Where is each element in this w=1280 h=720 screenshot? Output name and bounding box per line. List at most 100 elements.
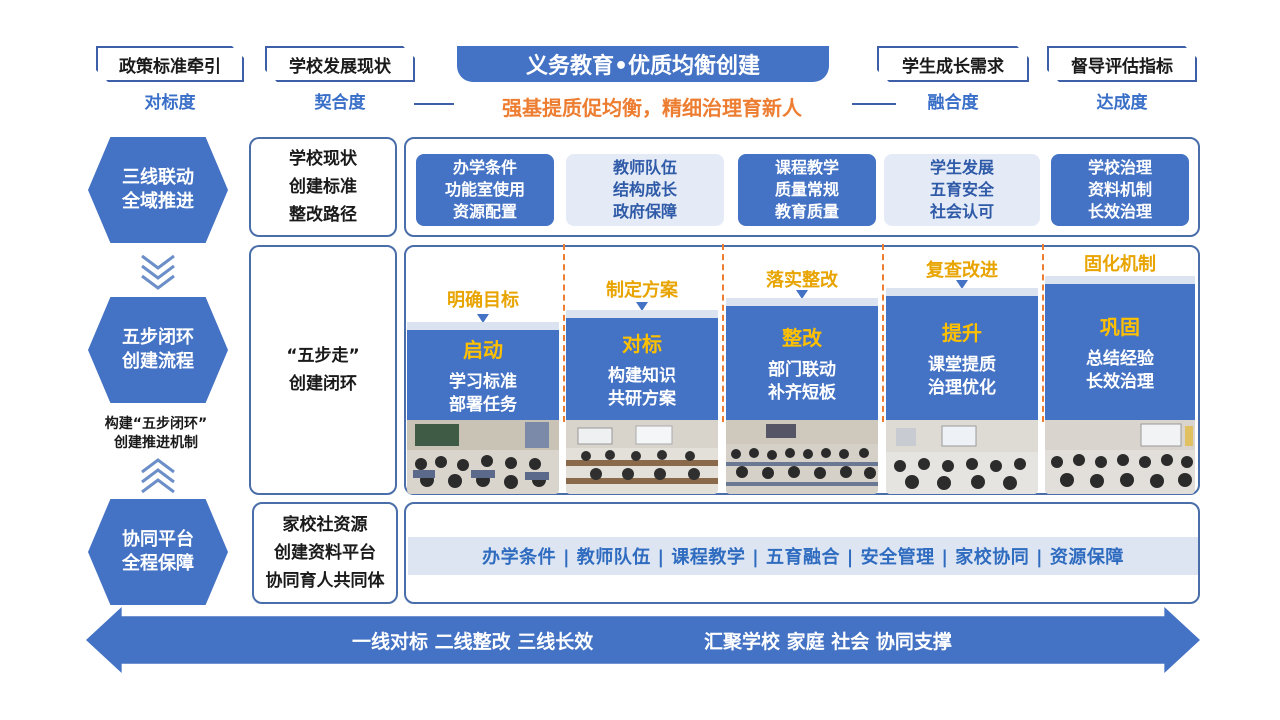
- row3-label-line: 协同育人共同体: [265, 571, 385, 591]
- tag-school-status-label: 学校发展现状: [289, 56, 391, 77]
- chevron-up-icon: [141, 458, 175, 494]
- tag-student-needs: 学生成长需求: [877, 46, 1029, 82]
- step-line: 学习标准: [449, 371, 517, 392]
- hex-five-steps-line2: 创建流程: [122, 351, 194, 372]
- step-rectify: 整改 部门联动 补齐短板: [726, 306, 878, 420]
- bottom-double-arrow: [86, 607, 1200, 673]
- step-band: [1045, 276, 1195, 284]
- hex-three-lines-line2: 全域推进: [122, 191, 194, 212]
- step-title: 对标: [622, 331, 662, 356]
- card-line: 质量常规: [774, 180, 839, 199]
- card-line: 长效治理: [1087, 202, 1152, 221]
- step-benchmark: 对标 构建知识 共研方案: [566, 318, 718, 420]
- card-line: 办学条件: [452, 158, 517, 177]
- step-band: [886, 288, 1038, 296]
- side-note: 构建“五步闭环” 创建推进机制: [76, 415, 236, 453]
- card-line: 五育安全: [929, 180, 994, 199]
- tag-student-needs-sub: 融合度: [927, 93, 979, 113]
- slogan: 强基提质促均衡，精细治理育新人: [502, 96, 802, 120]
- row1-label-line: 创建标准: [289, 177, 357, 197]
- step-line: 共研方案: [608, 388, 676, 409]
- hex-three-lines-line1: 三线联动: [122, 167, 194, 188]
- step-line: 部门联动: [768, 359, 836, 380]
- step-head: 固化机制: [1084, 254, 1156, 275]
- step-line: 构建知识: [608, 365, 676, 386]
- resource-bar: 办学条件 | 教师队伍 | 课程教学 | 五育融合 | 安全管理 | 家校协同 …: [408, 537, 1198, 575]
- step-title: 整改: [782, 325, 822, 350]
- row1-label-line: 整改路径: [289, 205, 357, 225]
- hex-platform-line1: 协同平台: [122, 529, 194, 550]
- step-band: [566, 310, 718, 318]
- card-governance: 学校治理 资料机制 长效治理: [1051, 154, 1189, 226]
- card-line: 教师队伍: [612, 158, 677, 177]
- arrow-down-icon: [796, 290, 808, 299]
- step-line: 补齐短板: [768, 382, 836, 403]
- row1-label-line: 学校现状: [289, 149, 357, 169]
- row2-label: “五步走” 创建闭环: [249, 245, 397, 495]
- step-consolidate: 巩固 总结经验 长效治理: [1045, 284, 1195, 420]
- tag-student-needs-label: 学生成长需求: [902, 56, 1004, 77]
- hex-platform: 协同平台 全程保障: [88, 499, 228, 605]
- chevron-down-icon: [141, 254, 175, 290]
- hex-five-steps-line1: 五步闭环: [122, 327, 194, 348]
- card-line: 社会认可: [929, 202, 994, 221]
- step-start: 启动 学习标准 部署任务: [407, 330, 559, 420]
- card-line: 功能室使用: [444, 180, 525, 199]
- hex-five-steps: 五步闭环 创建流程: [88, 297, 228, 403]
- classroom-photo: [407, 420, 559, 494]
- card-student-dev: 学生发展 五育安全 社会认可: [884, 154, 1040, 226]
- card-teachers: 教师队伍 结构成长 政府保障: [566, 154, 724, 226]
- step-band: [726, 298, 878, 306]
- step-band: [407, 322, 559, 330]
- hex-platform-line2: 全程保障: [122, 553, 194, 574]
- step-head: 明确目标: [447, 290, 519, 311]
- step-head: 复查改进: [926, 260, 998, 281]
- step-divider: [1042, 244, 1044, 422]
- row3-label-line: 创建资料平台: [274, 543, 376, 563]
- slogan-line-right: [852, 103, 896, 105]
- bottom-text-right: 汇聚学校 家庭 社会 协同支撑: [704, 631, 952, 653]
- tag-inspection-label: 督导评估指标: [1071, 56, 1173, 77]
- card-line: 学生发展: [929, 158, 994, 177]
- arrow-down-icon: [636, 302, 648, 311]
- step-head: 落实整改: [766, 270, 838, 291]
- card-line: 学校治理: [1087, 158, 1152, 177]
- arrow-down-icon: [956, 280, 968, 289]
- step-head: 制定方案: [606, 280, 678, 301]
- tag-policy-sub: 对标度: [144, 93, 196, 113]
- step-title: 启动: [463, 337, 503, 362]
- row1-label: 学校现状 创建标准 整改路径: [249, 137, 397, 237]
- step-line: 治理优化: [928, 377, 996, 398]
- card-school-conditions: 办学条件 功能室使用 资源配置: [416, 154, 554, 226]
- card-line: 结构成长: [612, 180, 677, 199]
- card-line: 资源配置: [452, 202, 517, 221]
- tag-inspection-sub: 达成度: [1096, 93, 1148, 113]
- card-line: 教育质量: [774, 202, 839, 221]
- step-line: 总结经验: [1086, 348, 1154, 369]
- step-divider: [882, 244, 884, 422]
- classroom-photo: [886, 420, 1038, 494]
- step-title: 提升: [942, 320, 982, 345]
- tag-policy-label: 政策标准牵引: [119, 56, 221, 77]
- classroom-photo: [566, 420, 718, 494]
- tag-policy: 政策标准牵引: [96, 46, 244, 82]
- row2-label-line: 创建闭环: [289, 374, 357, 394]
- classroom-photo: [1045, 420, 1195, 494]
- side-note-line2: 创建推进机制: [114, 435, 198, 451]
- arrow-down-icon: [477, 314, 489, 323]
- tag-school-status-sub: 契合度: [314, 93, 366, 113]
- bottom-text-left: 一线对标 二线整改 三线长效: [352, 631, 594, 653]
- row2-label-line: “五步走”: [286, 346, 360, 366]
- step-divider: [722, 244, 724, 422]
- step-line: 长效治理: [1086, 371, 1154, 392]
- slogan-line-left: [414, 103, 454, 105]
- card-curriculum: 课程教学 质量常规 教育质量: [738, 154, 876, 226]
- step-title: 巩固: [1100, 314, 1140, 339]
- step-divider: [563, 244, 565, 422]
- side-note-line1: 构建“五步闭环”: [104, 416, 208, 432]
- main-title: 义务教育•优质均衡创建: [457, 46, 829, 82]
- tag-school-status: 学校发展现状: [265, 46, 415, 82]
- card-line: 政府保障: [612, 202, 677, 221]
- card-line: 课程教学: [774, 158, 839, 177]
- card-line: 资料机制: [1087, 180, 1152, 199]
